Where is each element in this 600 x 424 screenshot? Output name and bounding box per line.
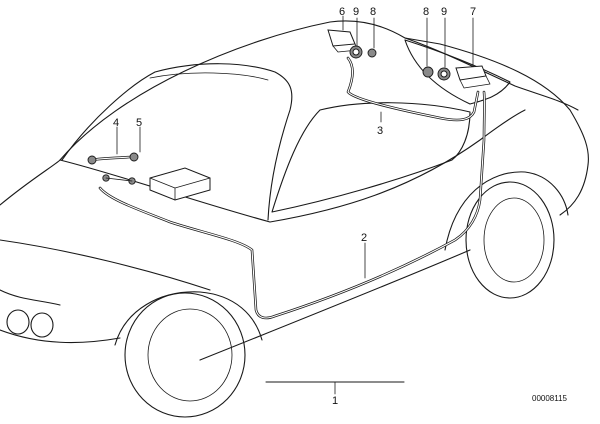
rear-wheel-arch bbox=[444, 171, 569, 251]
front-wheel-arch bbox=[114, 291, 263, 346]
diagram-code: 00008115 bbox=[532, 394, 568, 403]
windshield-inner bbox=[149, 72, 269, 81]
front-cable-parts bbox=[87, 152, 139, 185]
front-lower bbox=[0, 329, 121, 344]
rear-quarter bbox=[559, 164, 589, 216]
callout-leaders bbox=[116, 15, 474, 395]
front-bumper bbox=[0, 289, 61, 306]
callout-6a: 6 bbox=[339, 6, 345, 18]
headlight-right bbox=[30, 312, 54, 338]
rear-tire bbox=[465, 181, 555, 299]
belt-line bbox=[269, 109, 526, 223]
callout-7: 7 bbox=[470, 6, 476, 18]
cable-3 bbox=[346, 56, 480, 122]
callout-numbers: 6 9 8 8 9 7 4 5 3 2 1 bbox=[113, 6, 476, 407]
callout-1: 1 bbox=[332, 395, 338, 407]
rear-wheel bbox=[444, 171, 569, 299]
roof-outline bbox=[59, 20, 589, 166]
callout-8a: 8 bbox=[370, 6, 376, 18]
front-wheel bbox=[114, 291, 263, 418]
front-tire bbox=[124, 292, 246, 418]
front-rim bbox=[147, 308, 233, 402]
callout-2: 2 bbox=[361, 232, 367, 244]
headlight-left bbox=[6, 309, 30, 335]
amplifier-module bbox=[149, 167, 211, 201]
sill-line bbox=[199, 249, 471, 361]
nut-8a bbox=[367, 48, 377, 58]
callout-4: 4 bbox=[113, 117, 119, 129]
rear-rim bbox=[483, 197, 545, 283]
callout-3: 3 bbox=[377, 125, 383, 137]
rear-antenna-module bbox=[422, 65, 491, 89]
trunk-edge bbox=[404, 37, 579, 111]
windshield bbox=[61, 63, 293, 221]
headlights bbox=[6, 309, 54, 338]
roof-antenna-front bbox=[327, 29, 377, 59]
side-window bbox=[271, 102, 471, 213]
callout-9a: 9 bbox=[353, 6, 359, 18]
nut-8b bbox=[422, 66, 434, 78]
callout-9b: 9 bbox=[441, 6, 447, 18]
callout-5: 5 bbox=[136, 117, 142, 129]
callout-8b: 8 bbox=[423, 6, 429, 18]
cable-2 bbox=[98, 90, 486, 320]
hood-front bbox=[0, 159, 61, 206]
fender-line bbox=[0, 239, 211, 291]
